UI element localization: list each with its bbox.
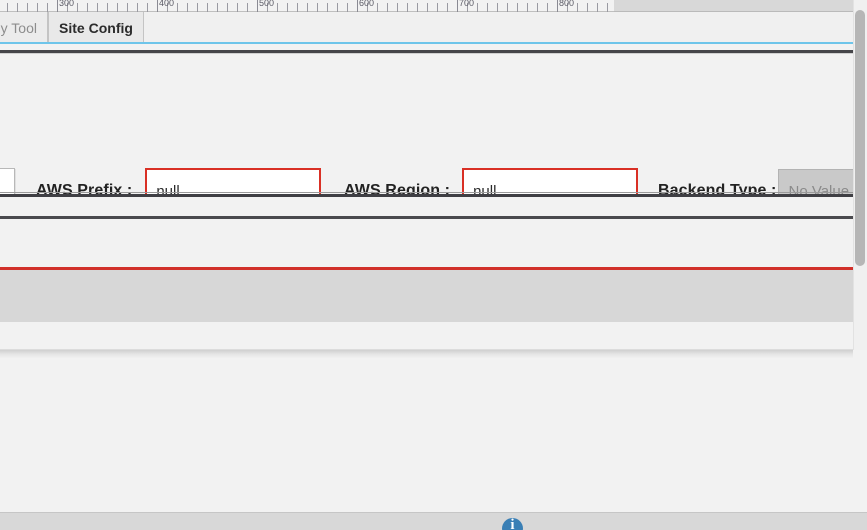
ruler-tick-minor	[427, 3, 428, 12]
ruler-tick-minor	[207, 3, 208, 12]
ruler-tick-minor	[527, 3, 528, 12]
tab-bar: y Tool Site Config	[0, 12, 867, 44]
ruler-tick-minor	[497, 3, 498, 12]
ruler-tick-minor	[597, 3, 598, 12]
tab-survey-tool-label: y Tool	[0, 20, 37, 36]
horizontal-ruler: 300 400 500 600 700 800	[0, 0, 867, 12]
ruler-inactive-region	[614, 0, 867, 12]
ruler-tick-minor	[367, 3, 368, 12]
tab-bar-underline	[0, 42, 867, 44]
section-divider-b	[0, 216, 867, 219]
tab-bar-empty-area	[144, 12, 867, 44]
ruler-label: 300	[59, 0, 75, 8]
ruler-tick-major	[357, 0, 358, 12]
ruler-tick-minor	[127, 3, 128, 12]
below-panel-band	[0, 322, 867, 350]
ruler-tick-minor	[337, 3, 338, 12]
ruler-tick-minor	[77, 3, 78, 12]
info-icon[interactable]: i	[502, 518, 523, 530]
info-icon-glyph: i	[510, 518, 515, 530]
ruler-tick-minor	[117, 3, 118, 12]
ruler-tick-minor	[7, 3, 8, 12]
vertical-scrollbar-track[interactable]	[853, 0, 867, 350]
ruler-tick-minor	[347, 3, 348, 12]
ruler-tick-minor	[537, 3, 538, 12]
ruler-tick-minor	[567, 3, 568, 12]
ruler-tick-major	[157, 0, 158, 12]
ruler-tick-minor	[447, 3, 448, 12]
ruler-tick-major	[457, 0, 458, 12]
ruler-tick-minor	[477, 3, 478, 12]
ruler-tick-minor	[237, 3, 238, 12]
tab-survey-tool[interactable]: y Tool	[0, 12, 48, 44]
tab-site-config-label: Site Config	[59, 20, 133, 36]
ruler-tick-minor	[147, 3, 148, 12]
ruler-tick-minor	[297, 3, 298, 12]
ruler-tick-minor	[47, 3, 48, 12]
ruler-tick-minor	[317, 3, 318, 12]
ruler-tick-minor	[467, 3, 468, 12]
mid-band	[0, 197, 867, 216]
ruler-tick-minor	[177, 3, 178, 12]
error-divider-red	[0, 267, 867, 270]
section-divider-a-highlight	[0, 192, 867, 193]
ruler-tick-minor	[607, 3, 608, 12]
section-divider-top-highlight	[0, 53, 867, 54]
ruler-tick-minor	[287, 3, 288, 12]
ruler-tick-minor	[407, 3, 408, 12]
ruler-tick-minor	[547, 3, 548, 12]
tab-site-config[interactable]: Site Config	[48, 12, 144, 44]
ruler-label: 600	[359, 0, 375, 8]
status-bar	[0, 512, 867, 530]
panel-drop-shadow	[0, 350, 867, 358]
vertical-scrollbar-thumb[interactable]	[855, 10, 865, 266]
site-config-form-band: AWS Prefix : null AWS Region : null Back…	[0, 54, 867, 214]
ruler-tick-minor	[577, 3, 578, 12]
ruler-tick-minor	[397, 3, 398, 12]
ruler-tick-minor	[437, 3, 438, 12]
ruler-tick-minor	[587, 3, 588, 12]
ruler-tick-major	[57, 0, 58, 12]
ruler-tick-minor	[167, 3, 168, 12]
ruler-tick-minor	[307, 3, 308, 12]
ruler-tick-major	[557, 0, 558, 12]
section-divider-top	[0, 50, 867, 53]
ruler-tick-minor	[487, 3, 488, 12]
ruler-label: 800	[559, 0, 575, 8]
ruler-tick-minor	[507, 3, 508, 12]
ruler-tick-minor	[377, 3, 378, 12]
ruler-tick-minor	[97, 3, 98, 12]
ruler-tick-minor	[247, 3, 248, 12]
gray-panel	[0, 270, 867, 322]
ruler-tick-major	[257, 0, 258, 12]
ruler-tick-minor	[417, 3, 418, 12]
ruler-tick-minor	[17, 3, 18, 12]
ruler-tick-minor	[227, 3, 228, 12]
section-divider-a	[0, 194, 867, 197]
ruler-tick-minor	[197, 3, 198, 12]
ruler-tick-minor	[37, 3, 38, 12]
ruler-label: 400	[159, 0, 175, 8]
ruler-label: 700	[459, 0, 475, 8]
ruler-tick-minor	[187, 3, 188, 12]
ruler-tick-minor	[387, 3, 388, 12]
ruler-tick-minor	[327, 3, 328, 12]
ruler-tick-minor	[137, 3, 138, 12]
ruler-tick-minor	[67, 3, 68, 12]
ruler-label: 500	[259, 0, 275, 8]
ruler-tick-minor	[267, 3, 268, 12]
right-edge-filler	[853, 350, 867, 512]
ruler-tick-minor	[27, 3, 28, 12]
ruler-tick-minor	[277, 3, 278, 12]
ruler-tick-minor	[87, 3, 88, 12]
ruler-tick-minor	[107, 3, 108, 12]
ruler-tick-minor	[217, 3, 218, 12]
content-area	[0, 358, 867, 512]
lower-band	[0, 219, 867, 267]
ruler-tick-minor	[517, 3, 518, 12]
